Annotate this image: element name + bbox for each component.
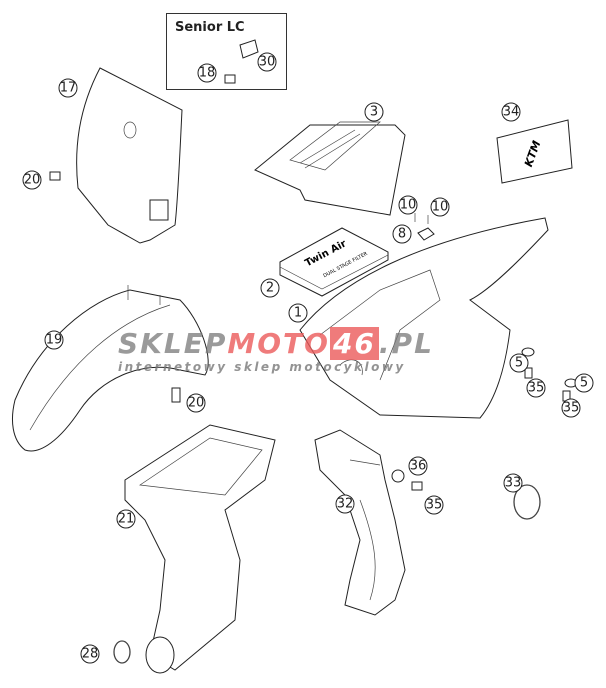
watermark-part1: SKLEP	[118, 327, 228, 360]
airbox-cover-detail	[289, 121, 381, 171]
svg-text:33: 33	[505, 476, 522, 491]
callout-8[interactable]: 8	[392, 224, 412, 244]
number-plate-17	[76, 67, 183, 244]
plate-bracket	[149, 199, 169, 221]
svg-text:3: 3	[370, 105, 378, 120]
callout-5[interactable]: 5	[574, 373, 594, 393]
svg-text:8: 8	[398, 227, 406, 242]
plate-hole	[123, 121, 137, 139]
svg-text:35: 35	[563, 401, 580, 416]
callout-21[interactable]: 21	[116, 509, 136, 529]
callout-17[interactable]: 17	[58, 78, 78, 98]
callout-1[interactable]: 1	[288, 303, 308, 323]
svg-text:5: 5	[515, 356, 523, 371]
filter-box-2	[279, 227, 389, 297]
svg-text:34: 34	[503, 105, 520, 120]
callout-10[interactable]: 10	[398, 195, 418, 215]
callout-18[interactable]: 18	[197, 63, 217, 83]
svg-text:28: 28	[82, 647, 99, 662]
airbox-opening	[139, 437, 263, 496]
senior-lc-inset: Senior LC	[166, 13, 287, 90]
callout-33[interactable]: 33	[503, 473, 523, 493]
callout-19[interactable]: 19	[44, 330, 64, 350]
callout-20[interactable]: 20	[22, 170, 42, 190]
callout-34[interactable]: 34	[501, 102, 521, 122]
callout-20[interactable]: 20	[186, 393, 206, 413]
svg-text:1: 1	[294, 306, 302, 321]
airbox-21	[124, 424, 276, 671]
clamp-33	[513, 484, 541, 520]
clip-8	[417, 227, 435, 241]
sticker-34	[496, 119, 573, 184]
svg-text:20: 20	[24, 173, 41, 188]
svg-text:17: 17	[60, 81, 77, 96]
svg-text:19: 19	[46, 333, 63, 348]
svg-text:10: 10	[432, 200, 449, 215]
callout-35[interactable]: 35	[424, 495, 444, 515]
callout-3[interactable]: 3	[364, 102, 384, 122]
watermark-part3: 46	[329, 327, 379, 360]
inset-title: Senior LC	[175, 20, 245, 35]
front-fender-19	[12, 289, 209, 452]
svg-text:35: 35	[426, 498, 443, 513]
watermark-part4: .PL	[378, 327, 434, 360]
svg-text:18: 18	[199, 66, 216, 81]
callout-2[interactable]: 2	[260, 278, 280, 298]
svg-text:30: 30	[259, 55, 276, 70]
watermark-part2: MOTO	[227, 327, 330, 360]
fasteners	[49, 39, 578, 491]
svg-text:35: 35	[528, 381, 545, 396]
airbox-boot-end	[145, 636, 175, 674]
front-fender-detail	[29, 285, 171, 431]
callout-36[interactable]: 36	[408, 456, 428, 476]
svg-text:21: 21	[118, 512, 135, 527]
airbox-cover-3	[254, 124, 406, 216]
callout-30[interactable]: 30	[257, 52, 277, 72]
svg-text:2: 2	[266, 281, 274, 296]
intake-detail	[349, 459, 381, 601]
callout-35[interactable]: 35	[526, 378, 546, 398]
watermark-tagline: internetowy sklep motocyklowy	[118, 360, 406, 374]
callout-35[interactable]: 35	[561, 398, 581, 418]
svg-text:36: 36	[410, 459, 427, 474]
svg-text:20: 20	[188, 396, 205, 411]
callout-5[interactable]: 5	[509, 353, 529, 373]
callout-28[interactable]: 28	[80, 644, 100, 664]
clamp-28	[113, 640, 131, 664]
svg-text:32: 32	[337, 497, 354, 512]
filter-box-edge	[279, 254, 389, 290]
svg-text:10: 10	[400, 198, 417, 213]
callout-32[interactable]: 32	[335, 494, 355, 514]
rear-fender-detail	[319, 269, 441, 381]
callout-10[interactable]: 10	[430, 197, 450, 217]
svg-text:5: 5	[580, 376, 588, 391]
